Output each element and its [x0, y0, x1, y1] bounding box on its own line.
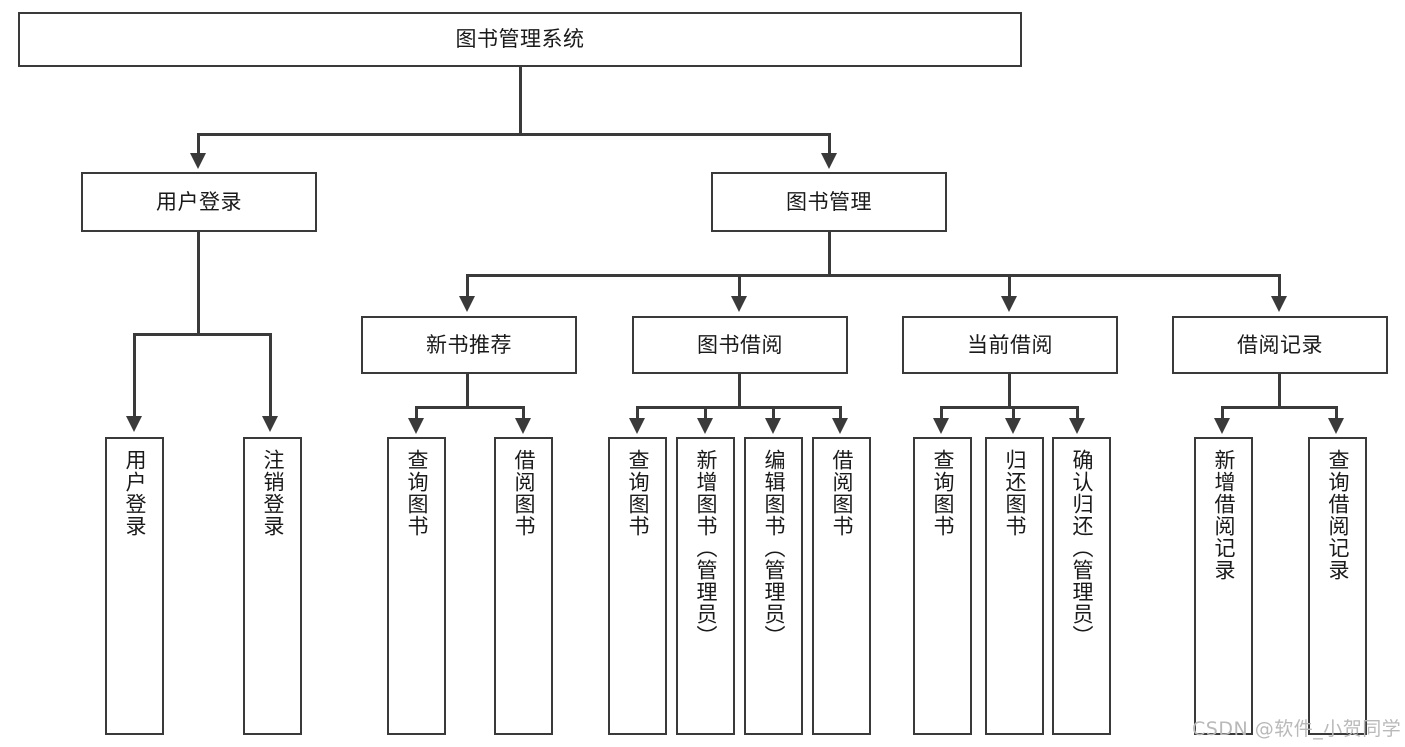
connector-user-login-left — [133, 333, 136, 418]
arrowhead-borrow-record-leaf-1 — [1214, 418, 1230, 434]
leaf-label: 查询图书 — [404, 449, 429, 537]
leaf-book-borrow-borrow-books[interactable]: 借阅图书 — [812, 437, 871, 735]
node-new-book-recommend[interactable]: 新书推荐 — [361, 316, 577, 374]
leaf-label: 查询图书 — [930, 449, 955, 537]
leaf-book-borrow-query-books[interactable]: 查询图书 — [608, 437, 667, 735]
node-label: 新书推荐 — [426, 332, 512, 357]
leaf-new-book-borrow-books[interactable]: 借阅图书 — [494, 437, 553, 735]
connector-to-new-book — [466, 274, 469, 298]
connector-book-borrow-l1 — [636, 406, 639, 420]
connector-current-borrow-drop — [1008, 374, 1011, 408]
connector-new-book-drop — [466, 374, 469, 408]
arrowhead-user-login-leaf-2 — [262, 416, 278, 432]
connector-book-borrow-drop — [738, 374, 741, 408]
leaf-label: 归还图书 — [1002, 449, 1027, 537]
arrowhead-current-borrow-leaf-2 — [1005, 418, 1021, 434]
arrowhead-book-borrow-leaf-1 — [629, 418, 645, 434]
connector-new-book-l1 — [415, 406, 418, 420]
arrowhead-new-book-leaf-1 — [408, 418, 424, 434]
leaf-label: 编辑图书（管理员） — [761, 449, 786, 647]
connector-borrow-record-drop — [1278, 374, 1281, 408]
leaf-label: 注销登录 — [260, 449, 285, 537]
leaf-label: 新增借阅记录 — [1211, 449, 1236, 581]
arrowhead-book-borrow-leaf-4 — [832, 418, 848, 434]
arrowhead-to-current-borrow — [1001, 296, 1017, 312]
arrowhead-current-borrow-leaf-1 — [933, 418, 949, 434]
connector-book-borrow-l2 — [704, 406, 707, 420]
connector-new-book-bus — [415, 406, 525, 409]
node-book-borrow[interactable]: 图书借阅 — [632, 316, 848, 374]
arrowhead-current-borrow-leaf-3 — [1069, 418, 1085, 434]
connector-to-borrow-record — [1278, 274, 1281, 298]
node-user-login[interactable]: 用户登录 — [81, 172, 317, 232]
leaf-current-borrow-confirm-return-admin[interactable]: 确认归还（管理员） — [1052, 437, 1111, 735]
connector-book-borrow-l3 — [772, 406, 775, 420]
node-book-management[interactable]: 图书管理 — [711, 172, 947, 232]
node-current-borrow[interactable]: 当前借阅 — [902, 316, 1118, 374]
arrowhead-to-borrow-record — [1271, 296, 1287, 312]
arrowhead-to-book-management — [821, 153, 837, 169]
node-label: 用户登录 — [156, 189, 242, 214]
connector-borrow-record-l1 — [1221, 406, 1224, 420]
arrowhead-to-book-borrow — [731, 296, 747, 312]
connector-new-book-l2 — [522, 406, 525, 420]
connector-to-book-borrow — [738, 274, 741, 298]
leaf-label: 借阅图书 — [829, 449, 854, 537]
connector-book-management-drop — [828, 232, 831, 276]
connector-root-to-book-management — [828, 133, 831, 155]
leaf-label: 用户登录 — [122, 449, 147, 537]
connector-user-login-bus — [133, 333, 271, 336]
connector-borrow-record-l2 — [1335, 406, 1338, 420]
arrowhead-to-user-login — [190, 153, 206, 169]
node-label: 当前借阅 — [967, 332, 1053, 357]
leaf-label: 借阅图书 — [511, 449, 536, 537]
node-label: 图书管理系统 — [455, 27, 585, 52]
arrowhead-book-borrow-leaf-2 — [697, 418, 713, 434]
connector-current-borrow-l3 — [1076, 406, 1079, 420]
leaf-user-login-logout[interactable]: 注销登录 — [243, 437, 302, 735]
connector-root-to-user-login — [197, 133, 200, 155]
leaf-label: 新增图书（管理员） — [693, 449, 718, 647]
connector-book-borrow-bus — [636, 406, 842, 409]
leaf-label: 查询图书 — [625, 449, 650, 537]
connector-current-borrow-l1 — [940, 406, 943, 420]
arrowhead-user-login-leaf-1 — [126, 416, 142, 432]
node-label: 借阅记录 — [1237, 332, 1323, 357]
leaf-label: 确认归还（管理员） — [1069, 449, 1094, 647]
node-root-book-management-system[interactable]: 图书管理系统 — [18, 12, 1022, 67]
arrowhead-to-new-book — [459, 296, 475, 312]
leaf-new-book-query-books[interactable]: 查询图书 — [387, 437, 446, 735]
node-borrow-record[interactable]: 借阅记录 — [1172, 316, 1388, 374]
leaf-current-borrow-return-books[interactable]: 归还图书 — [985, 437, 1044, 735]
connector-book-borrow-l4 — [839, 406, 842, 420]
connector-current-borrow-l2 — [1012, 406, 1015, 420]
arrowhead-borrow-record-leaf-2 — [1328, 418, 1344, 434]
leaf-label: 查询借阅记录 — [1325, 449, 1350, 581]
arrowhead-new-book-leaf-2 — [515, 418, 531, 434]
csdn-watermark: CSDN @软件_小贺同学 — [1192, 718, 1402, 740]
connector-current-borrow-bus — [940, 406, 1079, 409]
connector-borrow-record-bus — [1221, 406, 1338, 409]
leaf-user-login-login[interactable]: 用户登录 — [105, 437, 164, 735]
leaf-current-borrow-query-books[interactable]: 查询图书 — [913, 437, 972, 735]
leaf-borrow-record-query-record[interactable]: 查询借阅记录 — [1308, 437, 1367, 735]
node-label: 图书管理 — [786, 189, 872, 214]
node-label: 图书借阅 — [697, 332, 783, 357]
connector-user-login-right — [269, 333, 272, 418]
connector-book-management-bus — [466, 274, 1278, 277]
leaf-book-borrow-edit-book-admin[interactable]: 编辑图书（管理员） — [744, 437, 803, 735]
connector-to-current-borrow — [1008, 274, 1011, 298]
leaf-book-borrow-add-book-admin[interactable]: 新增图书（管理员） — [676, 437, 735, 735]
leaf-borrow-record-add-record[interactable]: 新增借阅记录 — [1194, 437, 1253, 735]
connector-root-drop — [519, 67, 522, 135]
connector-root-bus — [197, 133, 831, 136]
arrowhead-book-borrow-leaf-3 — [765, 418, 781, 434]
connector-user-login-drop — [197, 232, 200, 335]
